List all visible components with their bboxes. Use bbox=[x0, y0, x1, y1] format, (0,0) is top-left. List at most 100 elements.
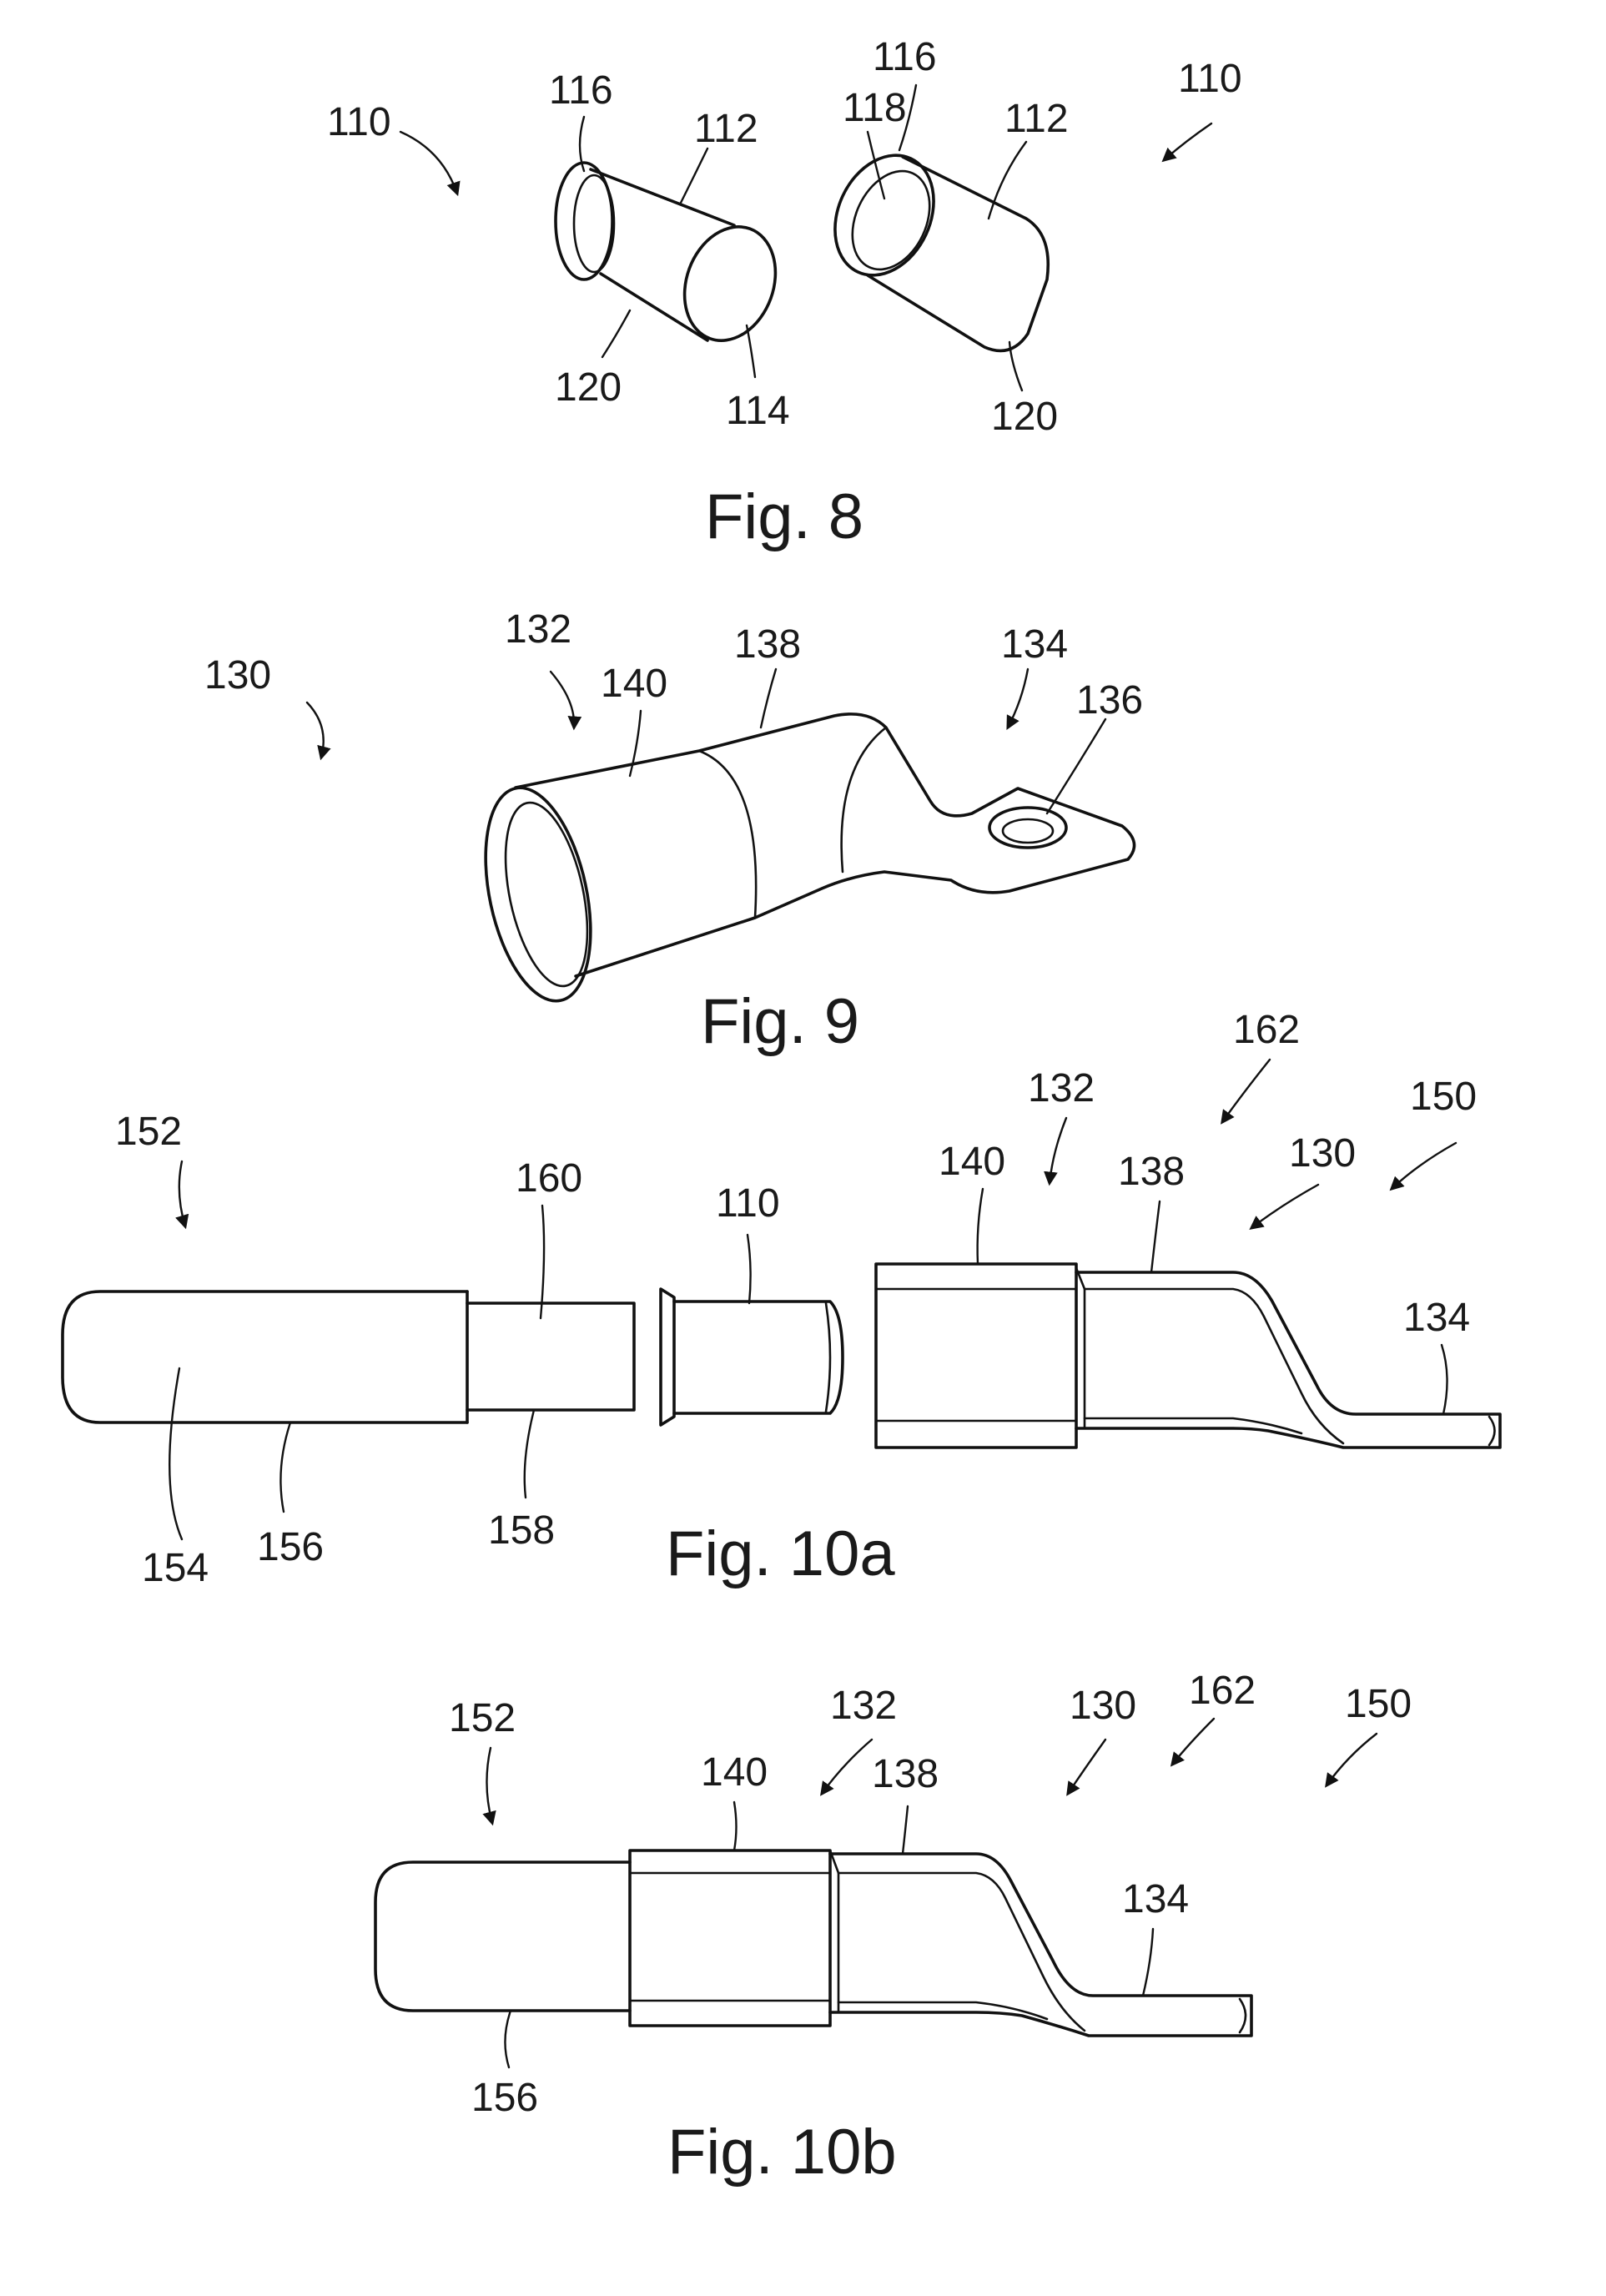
barrel-step-line bbox=[699, 751, 756, 918]
ref-136: 136 bbox=[1076, 678, 1143, 723]
leader-140 bbox=[630, 711, 641, 776]
lug-barrel-large bbox=[630, 1850, 830, 2026]
leader-136 bbox=[1047, 719, 1105, 813]
sleeve-insert bbox=[661, 1289, 843, 1425]
lug-barrel-opening bbox=[468, 778, 608, 1010]
leader-132 bbox=[822, 1740, 872, 1794]
sleeve-insert-left bbox=[556, 163, 791, 354]
ref-140: 140 bbox=[939, 1140, 1005, 1184]
leader-130 bbox=[1251, 1185, 1318, 1228]
leader-120-left bbox=[602, 310, 630, 357]
tongue-end-edge bbox=[1489, 1417, 1495, 1445]
leader-156 bbox=[280, 1422, 290, 1512]
leader-158 bbox=[525, 1410, 534, 1498]
leader-114 bbox=[747, 325, 755, 377]
lug-inner-line bbox=[1085, 1289, 1343, 1443]
ref-140: 140 bbox=[701, 1750, 768, 1795]
flange-inner-edge bbox=[574, 175, 614, 272]
leader-162 bbox=[1172, 1719, 1214, 1765]
caption-fig-9: Fig. 9 bbox=[701, 986, 859, 1057]
caption-fig-10b: Fig. 10b bbox=[667, 2117, 897, 2188]
ref-138: 138 bbox=[734, 622, 801, 667]
cable bbox=[63, 1292, 634, 1422]
leader-134 bbox=[1442, 1345, 1447, 1414]
insert-flange bbox=[661, 1289, 674, 1425]
ref-132: 132 bbox=[830, 1684, 897, 1728]
leader-132 bbox=[1050, 1118, 1066, 1183]
ref-150: 150 bbox=[1345, 1682, 1412, 1726]
ref-138: 138 bbox=[872, 1752, 939, 1796]
ref-116-right: 116 bbox=[873, 35, 937, 79]
cable-insulation bbox=[63, 1292, 467, 1422]
leader-140 bbox=[978, 1189, 983, 1264]
ref-160: 160 bbox=[516, 1156, 582, 1201]
figure-10b: 152 132 130 162 150 140 138 134 156 Fig.… bbox=[375, 1669, 1412, 2188]
insert-body bbox=[674, 1302, 843, 1413]
tongue-hole-inner bbox=[1003, 819, 1053, 843]
leader-156 bbox=[505, 2011, 511, 2067]
ref-110-left: 110 bbox=[327, 100, 391, 144]
ref-132: 132 bbox=[505, 607, 571, 652]
leader-112-right bbox=[989, 142, 1026, 219]
sleeve-insert-right bbox=[816, 139, 1048, 351]
leader-162 bbox=[1222, 1060, 1270, 1122]
leader-154 bbox=[169, 1368, 182, 1539]
ref-140: 140 bbox=[601, 662, 667, 706]
ref-116-left: 116 bbox=[549, 68, 613, 113]
cable-lug bbox=[468, 714, 1134, 1010]
cable-lug-side bbox=[876, 1264, 1500, 1448]
lug-lower-line bbox=[838, 2002, 1047, 2019]
leader-138 bbox=[1151, 1201, 1160, 1272]
cable-lug-assembly bbox=[375, 1850, 1251, 2036]
ref-154: 154 bbox=[142, 1546, 209, 1590]
leader-134 bbox=[1143, 1929, 1153, 1996]
leader-150 bbox=[1327, 1734, 1377, 1785]
ref-150: 150 bbox=[1410, 1075, 1477, 1119]
ref-112-right: 112 bbox=[1004, 97, 1069, 141]
figure-9: 130 132 140 138 134 136 Fig. 9 bbox=[204, 607, 1143, 1057]
leader-134 bbox=[1008, 669, 1028, 728]
ref-132: 132 bbox=[1028, 1066, 1095, 1110]
caption-fig-10a: Fig. 10a bbox=[666, 1518, 895, 1589]
ref-110: 110 bbox=[716, 1181, 780, 1226]
leader-110-right bbox=[1164, 123, 1211, 160]
ref-110-right: 110 bbox=[1178, 57, 1242, 101]
sleeve-body-outline bbox=[868, 157, 1048, 350]
lug-barrel-lines bbox=[876, 1289, 1076, 1421]
leader-138 bbox=[761, 669, 776, 728]
ref-120-left: 120 bbox=[555, 365, 622, 410]
ref-112-left: 112 bbox=[694, 107, 758, 151]
ref-156: 156 bbox=[257, 1525, 324, 1569]
ref-152: 152 bbox=[115, 1110, 182, 1154]
leader-150 bbox=[1392, 1143, 1456, 1189]
leader-110 bbox=[748, 1235, 751, 1303]
leader-152 bbox=[179, 1161, 185, 1226]
leader-132 bbox=[551, 672, 574, 728]
ref-130: 130 bbox=[204, 653, 271, 697]
lug-barrel-lines bbox=[630, 1873, 830, 2001]
ref-120-right: 120 bbox=[991, 395, 1058, 439]
figure-10a: 152 160 110 140 132 162 138 130 150 134 … bbox=[63, 1008, 1500, 1590]
leader-140 bbox=[734, 1802, 737, 1850]
leader-110-left bbox=[400, 132, 457, 194]
ref-138: 138 bbox=[1118, 1150, 1185, 1194]
lug-barrel-inner bbox=[491, 795, 602, 993]
figure-8: 110 116 112 120 114 118 116 112 110 120 … bbox=[327, 35, 1242, 552]
ref-118: 118 bbox=[843, 86, 907, 130]
sleeve-end-face bbox=[669, 214, 791, 353]
ref-114: 114 bbox=[726, 389, 790, 433]
ref-134: 134 bbox=[1403, 1296, 1470, 1340]
ref-162: 162 bbox=[1189, 1669, 1256, 1713]
leader-130 bbox=[307, 702, 324, 758]
leader-130 bbox=[1068, 1740, 1105, 1794]
ref-130: 130 bbox=[1289, 1131, 1356, 1176]
insert-end-edge bbox=[826, 1303, 830, 1412]
cable-conductor bbox=[467, 1303, 634, 1410]
ref-158: 158 bbox=[488, 1508, 555, 1553]
cable-insulation bbox=[375, 1862, 630, 2011]
ref-152: 152 bbox=[449, 1696, 516, 1740]
ref-130: 130 bbox=[1070, 1684, 1136, 1728]
ref-156: 156 bbox=[471, 2076, 538, 2120]
transition-line bbox=[842, 728, 886, 872]
